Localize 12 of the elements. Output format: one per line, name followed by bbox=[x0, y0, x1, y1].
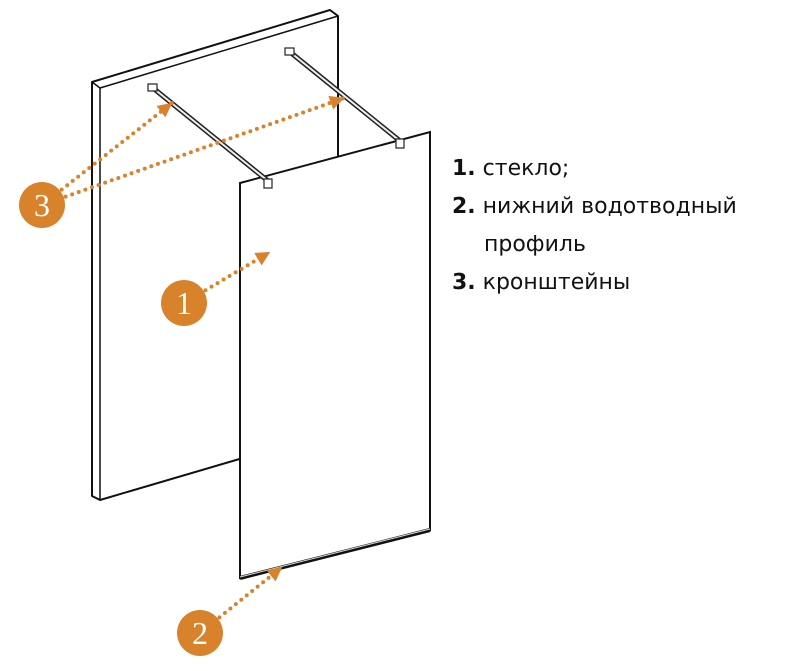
part-list-item: 3. кронштейны bbox=[452, 269, 632, 297]
leader-arrow bbox=[60, 101, 174, 192]
part-list-item: 1. стекло; bbox=[452, 155, 570, 183]
callout-number: 2 bbox=[177, 610, 223, 656]
wall-bracket bbox=[284, 47, 405, 149]
wall-bracket bbox=[147, 83, 273, 189]
leader-arrow bbox=[64, 96, 346, 199]
bottom-profile bbox=[240, 528, 430, 580]
glass-panel bbox=[239, 130, 431, 580]
leader-arrow bbox=[217, 565, 284, 620]
callout-number: 3 bbox=[19, 182, 65, 228]
leader-arrow bbox=[204, 250, 272, 292]
